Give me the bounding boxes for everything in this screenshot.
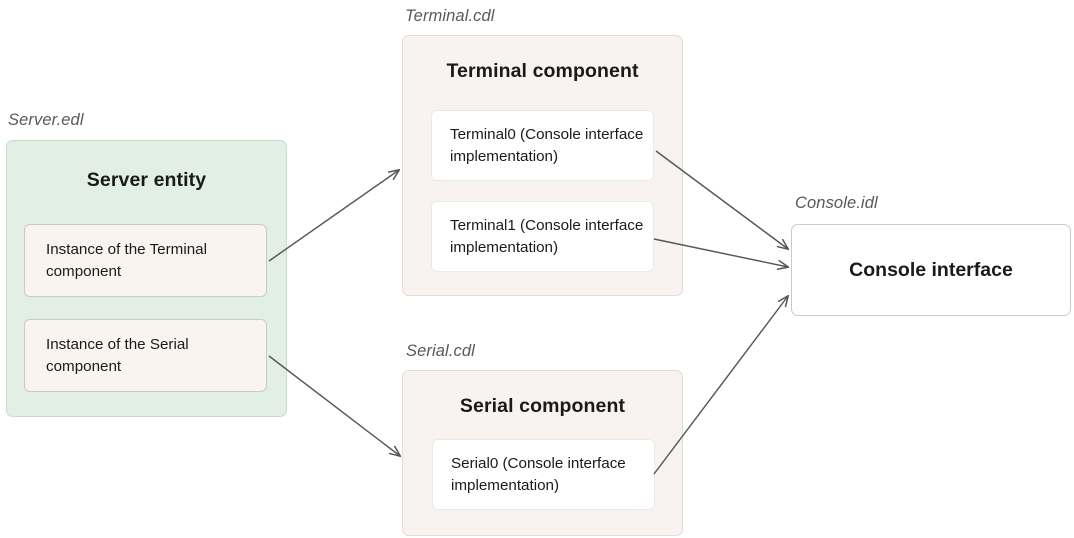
terminal-child-terminal0-label: Terminal0 (Console interface implementat… <box>450 125 644 165</box>
serial-component-title: Serial component <box>459 395 626 417</box>
terminal-child-terminal0[interactable]: Terminal0 (Console interface implementat… <box>431 110 654 181</box>
server-child-terminal-instance[interactable]: Instance of the Terminal component <box>24 224 267 297</box>
edge-server-serial-instance-to-serial-component <box>268 355 400 456</box>
terminal-child-terminal1[interactable]: Terminal1 (Console interface implementat… <box>431 201 654 272</box>
terminal-child-terminal1-label: Terminal1 (Console interface implementat… <box>450 216 644 256</box>
terminal-component-title: Terminal component <box>446 60 639 82</box>
serial-child-serial0-label: Serial0 (Console interface implementatio… <box>451 454 626 494</box>
file-label-terminal-cdl: Terminal.cdl <box>405 7 495 25</box>
serial-child-serial0[interactable]: Serial0 (Console interface implementatio… <box>432 439 655 510</box>
server-entity-title: Server entity <box>86 169 207 191</box>
server-child-serial-instance-label: Instance of the Serial component <box>46 335 189 375</box>
console-interface-title: Console interface <box>849 259 1013 281</box>
file-label-serial-cdl: Serial.cdl <box>406 342 475 360</box>
server-child-serial-instance[interactable]: Instance of the Serial component <box>24 319 267 392</box>
file-label-console-idl: Console.idl <box>795 194 878 212</box>
console-interface-container[interactable]: Console interface <box>791 224 1071 316</box>
file-label-server-edl: Server.edl <box>8 111 84 129</box>
edge-server-terminal-instance-to-terminal-component <box>268 170 399 262</box>
server-child-terminal-instance-label: Instance of the Terminal component <box>46 240 207 280</box>
